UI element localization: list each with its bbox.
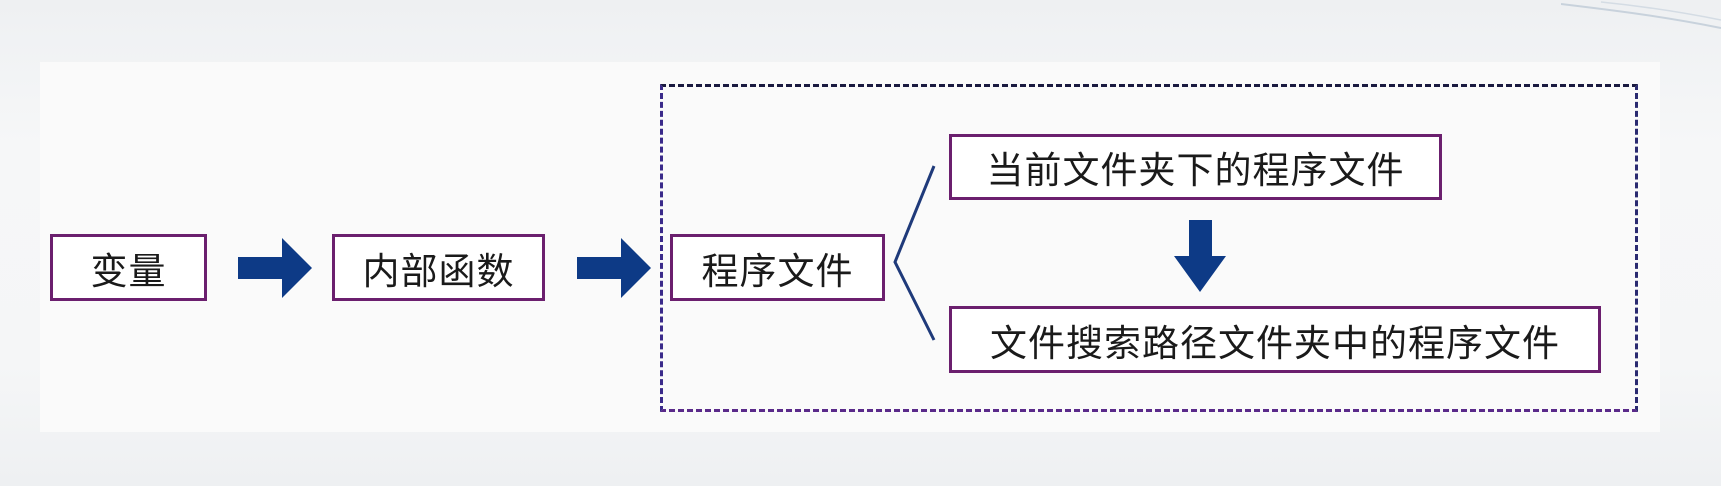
- node-internal-function-label: 内部函数: [362, 249, 515, 293]
- program-file-group-frame: [660, 84, 1638, 412]
- branch-bracket: [893, 165, 936, 341]
- node-current-folder-file-label: 当前文件夹下的程序文件: [986, 149, 1405, 192]
- node-variable: 变量: [50, 234, 207, 301]
- arrow-down: [1174, 220, 1226, 292]
- node-search-path-file: 文件搜索路径文件夹中的程序文件: [949, 306, 1601, 373]
- node-search-path-file-label: 文件搜索路径文件夹中的程序文件: [990, 321, 1560, 365]
- node-program-file-label: 程序文件: [701, 249, 854, 293]
- node-internal-function: 内部函数: [332, 234, 545, 301]
- node-program-file: 程序文件: [670, 234, 885, 301]
- node-current-folder-file: 当前文件夹下的程序文件: [949, 134, 1442, 200]
- arrow-right-2: [577, 238, 651, 298]
- arrow-right-1: [238, 238, 312, 298]
- decorative-swoosh: [1561, 1, 1721, 29]
- node-variable-label: 变量: [90, 249, 167, 293]
